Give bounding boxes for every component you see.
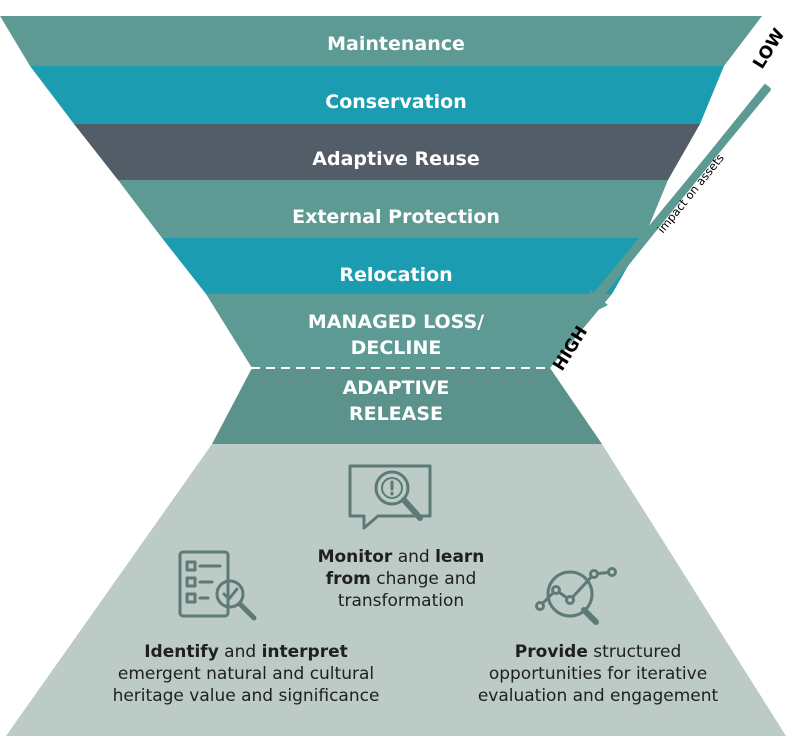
band-label-conservation: Conservation: [325, 91, 466, 113]
impact-arrow-head: [582, 290, 608, 318]
band-label-managed-loss-line2: DECLINE: [351, 337, 442, 359]
provide-opportunities-text: Provide structured opportunities for ite…: [477, 642, 719, 706]
identify-interpret-text: Identify and interpret emergent natural …: [112, 642, 380, 706]
band-label-external-protection: External Protection: [292, 206, 500, 228]
chart-magnifier-icon: [535, 567, 617, 625]
band-label-adaptive-release-line2: RELEASE: [349, 403, 443, 425]
band-label-relocation: Relocation: [339, 264, 452, 286]
band-managed-loss: [206, 294, 612, 368]
band-external-protection: [118, 180, 668, 238]
band-adaptive-reuse: [74, 124, 700, 180]
band-relocation: [162, 238, 644, 294]
scale-low-label: LOW: [749, 25, 789, 73]
band-label-adaptive-reuse: Adaptive Reuse: [312, 148, 479, 170]
band-maintenance: [0, 16, 762, 66]
band-label-adaptive-release-line1: ADAPTIVE: [343, 377, 450, 399]
checklist-magnifier-icon: [178, 550, 257, 621]
band-label-managed-loss-line1: MANAGED LOSS/: [308, 311, 484, 333]
band-labels: Maintenance Conservation Adaptive Reuse …: [292, 33, 500, 425]
band-adaptive-release: [212, 368, 602, 444]
band-label-maintenance: Maintenance: [327, 33, 465, 55]
funnel-bands: [0, 16, 762, 444]
band-conservation: [30, 66, 724, 124]
base-panel: [6, 444, 786, 736]
impact-arrow-shaft: [593, 83, 772, 301]
magnifier-alert-icon: [348, 464, 432, 530]
